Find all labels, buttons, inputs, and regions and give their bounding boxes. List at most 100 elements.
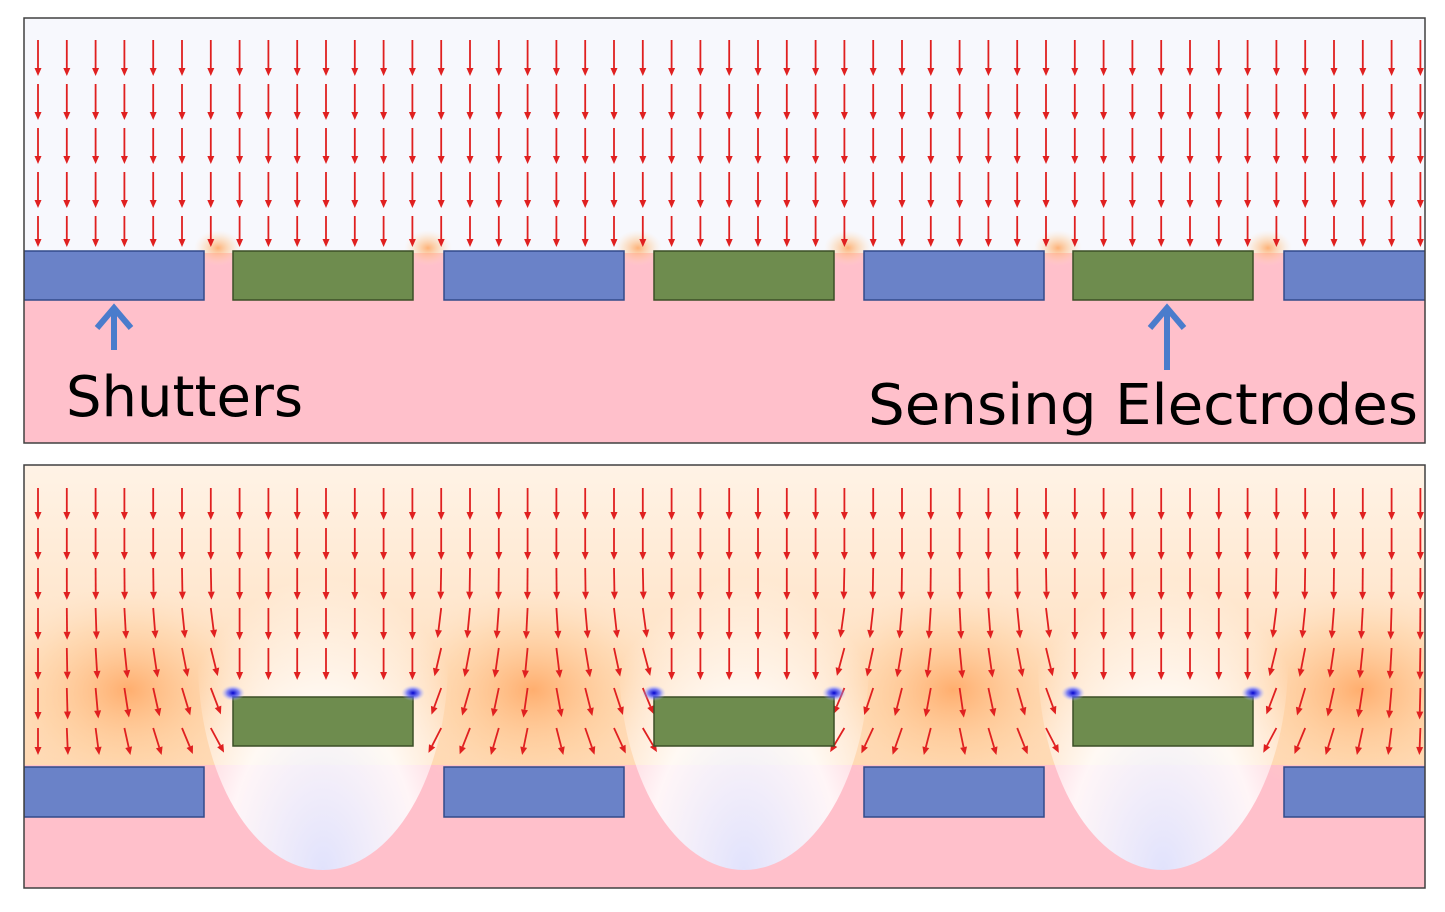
field-arrow	[34, 568, 42, 600]
field-arrow	[696, 648, 704, 680]
field-hotspot	[1241, 685, 1265, 701]
field-arrow	[584, 647, 593, 678]
field-arrow	[236, 568, 244, 600]
field-arrow	[181, 647, 190, 677]
field-arrow	[1157, 568, 1165, 600]
field-arrow	[984, 216, 992, 247]
field-arrow	[408, 128, 416, 164]
field-arrow	[430, 687, 443, 715]
field-arrow	[1215, 40, 1223, 76]
field-arrow	[178, 216, 186, 247]
field-arrow	[783, 84, 791, 120]
field-arrow	[521, 687, 529, 718]
field-arrow	[1356, 687, 1364, 718]
field-arrow	[1157, 528, 1165, 560]
field-arrow	[927, 216, 935, 247]
field-arrow	[812, 648, 820, 680]
field-arrow	[1272, 172, 1280, 208]
field-arrow	[1272, 128, 1280, 164]
field-arrow	[1244, 608, 1252, 640]
field-arrow	[293, 128, 301, 164]
field-arrow	[1100, 172, 1108, 208]
field-arrow	[437, 84, 445, 120]
field-arrow	[1244, 40, 1252, 76]
field-arrow	[552, 128, 560, 164]
high-field-glow	[803, 580, 1103, 800]
field-arrow	[812, 568, 820, 600]
field-arrow	[554, 607, 562, 639]
field-arrow	[1268, 647, 1278, 677]
field-arrow	[63, 216, 71, 247]
field-arrow	[610, 567, 618, 600]
field-arrow	[1186, 528, 1194, 560]
field-arrow	[322, 568, 330, 600]
field-arrow	[34, 528, 42, 560]
field-arrow	[639, 216, 647, 247]
field-arrow	[641, 607, 650, 638]
field-arrow	[610, 40, 618, 76]
field-arrow	[725, 568, 733, 600]
field-arrow	[1301, 216, 1309, 247]
field-arrow	[840, 216, 848, 247]
field-arrow	[1330, 84, 1338, 120]
field-arrow	[581, 40, 589, 76]
field-arrow	[207, 128, 215, 164]
field-arrow	[639, 172, 647, 208]
field-arrow	[927, 488, 935, 520]
shutter	[24, 250, 205, 301]
field-arrow	[1128, 216, 1136, 247]
field-arrow	[351, 216, 359, 247]
shutter	[24, 766, 205, 818]
field-arrow	[1100, 128, 1108, 164]
field-arrow	[1128, 608, 1136, 640]
field-arrow	[1015, 607, 1023, 639]
field-arrow	[581, 216, 589, 247]
field-arrow	[1186, 568, 1194, 600]
field-arrow	[178, 172, 186, 208]
field-arrow	[725, 40, 733, 76]
field-arrow	[34, 688, 42, 720]
field-arrow	[641, 647, 652, 676]
field-arrow	[986, 607, 994, 639]
field-arrow	[408, 608, 416, 640]
field-arrow	[1045, 607, 1053, 638]
field-arrow	[1265, 687, 1278, 715]
field-arrow	[1045, 647, 1055, 677]
field-arrow	[1388, 128, 1396, 164]
field-arrow	[840, 488, 848, 520]
field-arrow	[1416, 488, 1424, 520]
field-arrow	[495, 528, 503, 560]
field-arrow	[863, 687, 875, 715]
field-arrow	[639, 488, 647, 520]
field-arrow	[93, 647, 101, 679]
field-arrow	[380, 40, 388, 76]
field-arrow	[668, 216, 676, 247]
field-arrow	[1295, 687, 1307, 716]
field-arrow	[437, 40, 445, 76]
field-arrow	[925, 607, 933, 639]
field-arrow	[987, 687, 997, 717]
field-arrow	[1042, 216, 1050, 247]
field-arrow	[495, 40, 503, 76]
field-arrow	[1244, 648, 1252, 680]
field-arrow	[466, 528, 474, 560]
field-arrow	[987, 647, 995, 678]
field-arrow	[1128, 528, 1136, 560]
field-arrow	[120, 172, 128, 208]
field-arrow	[958, 647, 966, 679]
field-arrow	[984, 40, 992, 76]
top-field-arrows	[34, 40, 1424, 247]
field-arrow	[380, 128, 388, 164]
field-arrow	[1359, 84, 1367, 120]
field-arrow	[293, 488, 301, 520]
field-arrow	[1215, 648, 1223, 680]
field-arrow	[754, 216, 762, 247]
field-arrow	[293, 172, 301, 208]
top-panel-air	[24, 18, 1425, 253]
field-arrow	[754, 488, 762, 520]
field-hotspot	[221, 685, 245, 701]
field-arrow	[1100, 528, 1108, 560]
field-arrow	[380, 648, 388, 680]
field-arrow	[94, 727, 102, 755]
field-arrow	[1388, 40, 1396, 76]
